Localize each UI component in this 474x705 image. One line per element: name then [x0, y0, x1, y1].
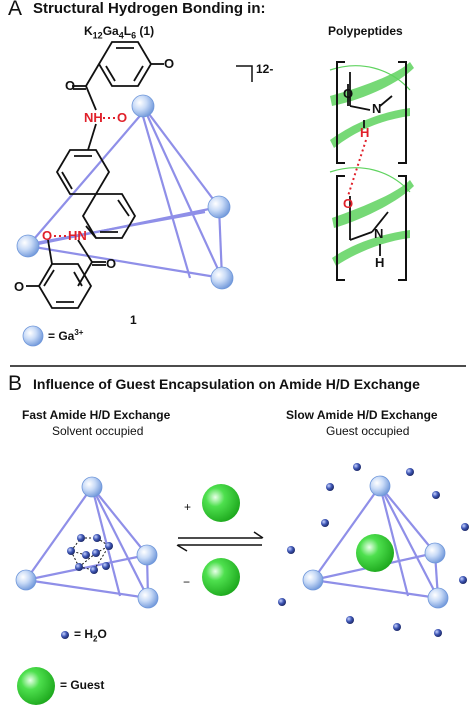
water-molecule	[287, 546, 295, 554]
panel-b-letter: B	[8, 372, 23, 395]
right-subtitle: Guest occupied	[326, 424, 410, 438]
plus-sign: +	[184, 500, 192, 514]
water-molecule	[321, 519, 329, 527]
ga-sphere	[210, 266, 234, 290]
water-molecule	[75, 563, 83, 571]
water-molecule	[432, 491, 440, 499]
panel-b-title: Influence of Guest Encapsulation on Amid…	[33, 376, 420, 392]
water-molecule	[67, 547, 75, 555]
polypeptides-label: Polypeptides	[328, 24, 403, 38]
panel-a-letter: A	[8, 0, 23, 20]
guest-legend-label: = Guest	[60, 678, 105, 692]
ga-sphere	[15, 569, 37, 591]
ga-sphere	[427, 587, 449, 609]
helix-atom-h2: H	[375, 255, 385, 270]
guest-sphere	[202, 558, 240, 596]
ga-sphere	[131, 94, 155, 118]
water-molecule	[90, 566, 98, 574]
charge-label: 12-	[256, 62, 274, 76]
helix-atom-n1: N	[372, 101, 382, 116]
ga-sphere	[16, 234, 40, 258]
water-molecule	[434, 629, 442, 637]
atom-nh-top: NH	[84, 110, 103, 125]
water-cluster-inside	[67, 534, 113, 574]
water-molecule	[393, 623, 401, 631]
ga-sphere	[137, 587, 159, 609]
ligand-structure	[26, 41, 164, 309]
atom-o-carbonyl-bottom: O	[106, 256, 117, 271]
water-legend-label: = H2O	[74, 627, 107, 644]
atom-o-ring-top: O	[164, 56, 175, 71]
ga-sphere	[302, 569, 324, 591]
ga-sphere	[207, 195, 231, 219]
water-molecule	[77, 534, 85, 542]
ga-spheres-a	[16, 94, 234, 290]
equilibrium-arrows	[176, 531, 264, 552]
water-molecule	[105, 542, 113, 550]
panel-a-title: Structural Hydrogen Bonding in:	[33, 0, 266, 17]
water-molecule	[93, 534, 101, 542]
ga-legend-label: = Ga3+	[48, 328, 84, 343]
compound-number: 1	[130, 313, 137, 327]
guest-legend-sphere	[17, 667, 55, 705]
water-legend-sphere	[61, 631, 69, 639]
guest-sphere-encapsulated	[356, 534, 394, 572]
hbonds-a	[54, 117, 116, 237]
helix-atom-o1: O	[343, 86, 354, 101]
right-title: Slow Amide H/D Exchange	[286, 408, 438, 422]
water-molecules-outside	[278, 463, 469, 637]
ga-legend-sphere	[22, 325, 44, 347]
water-molecule	[346, 616, 354, 624]
guest-sphere	[202, 484, 240, 522]
water-molecule	[82, 551, 90, 559]
water-molecule	[461, 523, 469, 531]
water-molecule	[353, 463, 361, 471]
compound-label: K12Ga4L6 (1)	[84, 24, 155, 41]
helix-bonds	[347, 72, 393, 256]
cage-left-edges	[25, 486, 150, 600]
helix	[330, 62, 414, 266]
water-molecule	[92, 549, 100, 557]
atom-o-carbonyl-top: O	[65, 78, 76, 93]
ga-sphere	[136, 544, 158, 566]
water-molecule	[406, 468, 414, 476]
helix-atom-n2: N	[374, 226, 384, 241]
water-molecule	[459, 576, 467, 584]
ga-spheres-right	[302, 475, 449, 609]
ga-sphere	[369, 475, 391, 497]
water-molecule	[278, 598, 286, 606]
minus-sign: −	[183, 575, 191, 589]
ga-spheres-left	[15, 476, 159, 609]
helix-atom-o2: O	[343, 196, 354, 211]
atom-o-ring-bottom: O	[14, 279, 25, 294]
helix-brackets	[336, 61, 407, 281]
charge-bracket	[236, 65, 253, 82]
left-subtitle: Solvent occupied	[52, 424, 144, 438]
ga-sphere	[424, 542, 446, 564]
ga-sphere	[81, 476, 103, 498]
water-molecule	[326, 483, 334, 491]
helix-atom-h1: H	[360, 125, 370, 140]
atom-o-bottom: O	[42, 228, 53, 243]
atom-hn-bottom: HN	[68, 228, 87, 243]
water-molecule	[102, 562, 110, 570]
atom-o-top: O	[117, 110, 128, 125]
cage-a-edges	[27, 105, 224, 280]
left-title: Fast Amide H/D Exchange	[22, 408, 171, 422]
helix-outline	[329, 65, 411, 193]
